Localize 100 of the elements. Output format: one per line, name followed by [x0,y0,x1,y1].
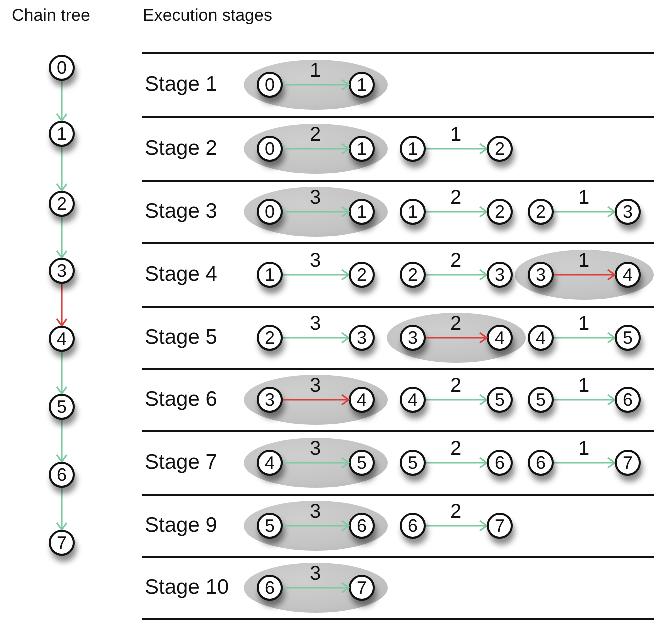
node-circle: 6 [400,513,426,539]
node-circle: 4 [49,326,75,352]
node-circle: 1 [400,136,426,162]
node-circle: 4 [400,387,426,413]
arrow [426,206,488,218]
arrow [283,79,350,91]
edge-label: 3 [310,502,322,522]
node-circle: 1 [349,199,375,225]
node-circle: 3 [257,387,283,413]
node-circle: 4 [349,387,375,413]
node-circle: 2 [487,136,513,162]
node-circle: 4 [487,325,513,351]
node-circle: 7 [49,530,75,556]
node-circle: 7 [615,450,641,476]
arrow [56,488,68,531]
stage-label: Stage 7 [145,451,218,475]
arrow [56,217,68,259]
arrow [283,394,350,406]
node-circle: 1 [257,262,283,288]
edge-label: 1 [578,188,590,208]
arrow [283,520,350,532]
node-circle: 3 [528,262,554,288]
edge-label: 2 [450,439,462,459]
arrow [56,147,68,192]
edge-label: 2 [450,314,462,334]
node-circle: 5 [257,513,283,539]
node-circle: 6 [487,450,513,476]
arrow [56,352,68,395]
node-circle: 7 [349,575,375,601]
node-circle: 6 [49,462,75,488]
node-circle: 2 [400,262,426,288]
highlight-ellipse [515,250,654,300]
node-circle: 1 [400,199,426,225]
node-circle: 2 [487,199,513,225]
edge-label: 2 [310,125,322,145]
arrow [283,332,350,344]
node-circle: 6 [615,387,641,413]
node-circle: 2 [528,199,554,225]
stage-label: Stage 1 [145,73,218,97]
arrow [554,332,616,344]
node-circle: 5 [528,387,554,413]
arrow [554,457,616,469]
node-circle: 4 [528,325,554,351]
edge-label: 2 [450,376,462,396]
node-circle: 3 [400,325,426,351]
edge-label: 2 [450,188,462,208]
node-circle: 0 [257,72,283,98]
edge-label: 1 [310,61,322,81]
stage-label: Stage 3 [145,200,218,224]
column-heading: Chain tree [12,6,90,26]
node-circle: 6 [349,513,375,539]
edge-label: 3 [310,376,322,396]
node-circle: 5 [615,325,641,351]
node-circle: 2 [49,191,75,217]
node-circle: 1 [349,136,375,162]
node-circle: 3 [349,325,375,351]
arrow [554,206,616,218]
edge-label: 1 [578,251,590,271]
node-circle: 4 [615,262,641,288]
node-circle: 4 [257,450,283,476]
arrow [283,582,350,594]
arrow [283,457,350,469]
edge-label: 2 [450,502,462,522]
edge-label: 1 [578,439,590,459]
stage-label: Stage 9 [145,514,218,538]
edge-label: 3 [310,314,322,334]
node-circle: 2 [349,262,375,288]
node-circle: 3 [615,199,641,225]
node-circle: 0 [49,55,75,81]
stage-label: Stage 6 [145,388,218,412]
edge-label: 2 [450,251,462,271]
node-circle: 0 [257,199,283,225]
arrow [283,143,350,155]
arrow [426,269,488,281]
node-circle: 6 [528,450,554,476]
stage-row [142,556,654,620]
stage-label: Stage 4 [145,263,218,287]
node-circle: 5 [49,394,75,420]
arrow [426,520,488,532]
node-circle: 3 [49,258,75,284]
stage-label: Stage 2 [145,137,218,161]
arrow [426,332,488,344]
stage-label: Stage 5 [145,326,218,350]
edge-label: 1 [578,314,590,334]
node-circle: 5 [487,387,513,413]
column-heading: Execution stages [143,6,272,26]
node-circle: 1 [49,121,75,147]
arrow [283,269,350,281]
node-circle: 5 [349,450,375,476]
arrow [56,284,68,327]
stage-label: Stage 10 [145,576,230,600]
arrow [283,206,350,218]
arrow [426,394,488,406]
arrow [554,269,616,281]
arrow [56,81,68,122]
node-circle: 2 [257,325,283,351]
node-circle: 6 [257,575,283,601]
node-circle: 0 [257,136,283,162]
node-circle: 1 [349,72,375,98]
edge-label: 1 [450,125,462,145]
